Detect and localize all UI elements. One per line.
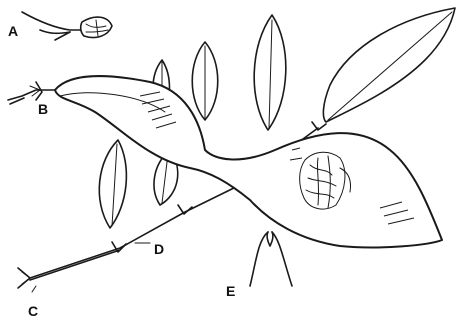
leaflet-upper-right (323, 8, 455, 122)
rachis-tip (18, 268, 30, 288)
detail-a-flower-bud (22, 12, 112, 40)
detail-e-seedling (250, 232, 292, 286)
leaflet-upper-3 (254, 15, 286, 130)
leader-lines (32, 243, 150, 292)
label-d: D (154, 241, 164, 257)
label-a: A (8, 23, 18, 39)
label-e: E (226, 283, 235, 299)
label-c: C (28, 303, 38, 319)
upper-leaflets (153, 8, 455, 130)
label-b: B (38, 101, 48, 117)
